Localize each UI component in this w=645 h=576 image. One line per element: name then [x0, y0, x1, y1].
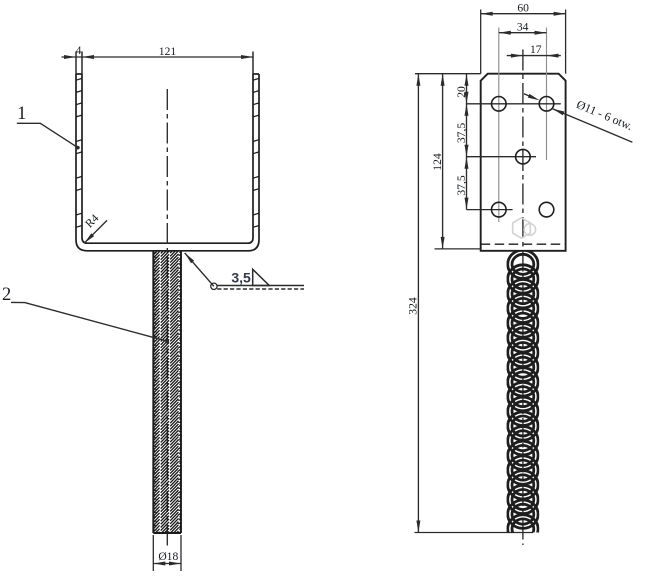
- svg-text:17: 17: [530, 43, 542, 56]
- svg-text:20: 20: [455, 86, 468, 98]
- svg-text:121: 121: [159, 45, 177, 58]
- svg-text:37,5: 37,5: [455, 123, 468, 143]
- svg-text:1: 1: [17, 104, 26, 124]
- svg-text:4: 4: [76, 44, 82, 57]
- svg-text:60: 60: [517, 1, 529, 14]
- svg-text:34: 34: [517, 20, 529, 33]
- svg-text:324: 324: [407, 297, 420, 315]
- svg-text:Ø18: Ø18: [158, 550, 178, 563]
- svg-text:37,5: 37,5: [455, 175, 468, 195]
- svg-text:2: 2: [2, 285, 11, 305]
- svg-text:3,5: 3,5: [231, 270, 251, 286]
- svg-text:124: 124: [431, 153, 444, 171]
